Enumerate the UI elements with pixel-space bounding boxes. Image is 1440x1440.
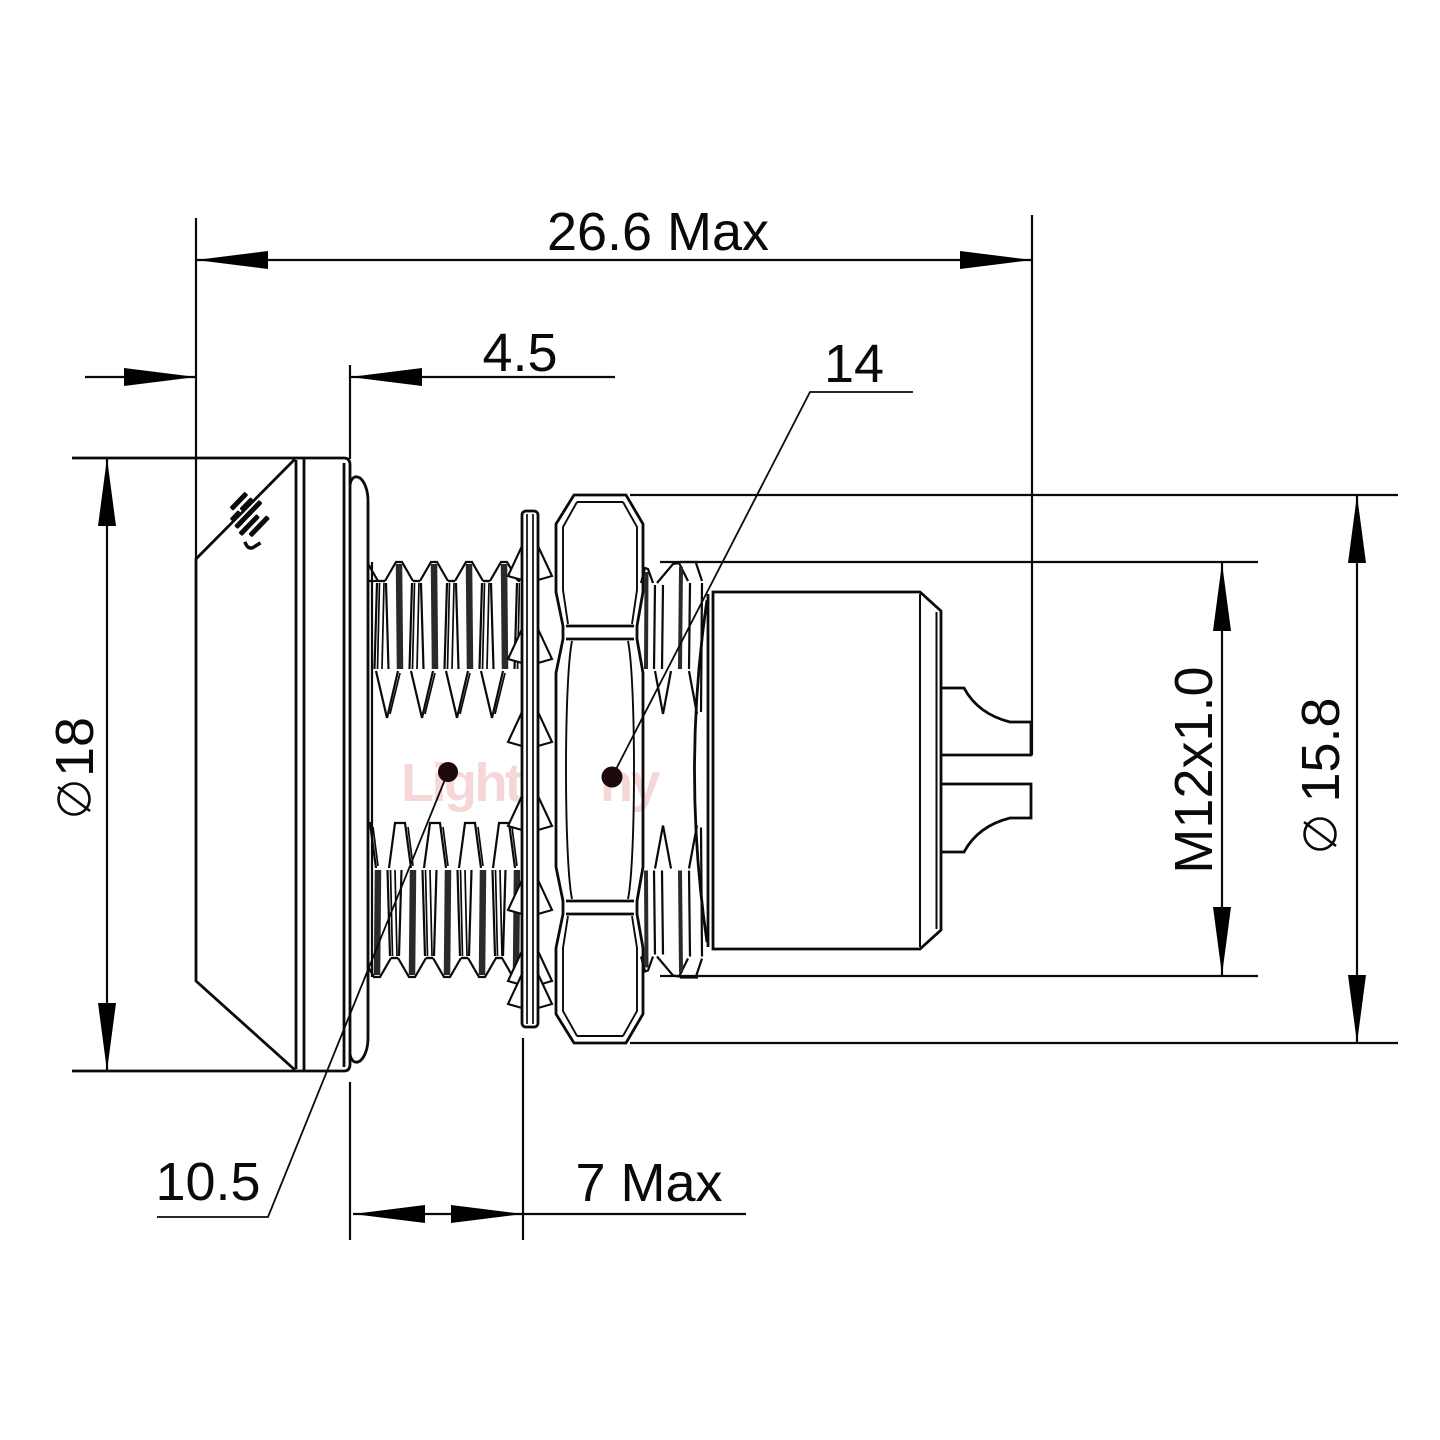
svg-text:10.5: 10.5 xyxy=(155,1152,260,1212)
svg-text:18: 18 xyxy=(45,717,105,777)
svg-text:15.8: 15.8 xyxy=(1291,697,1351,802)
svg-text:4.5: 4.5 xyxy=(482,323,557,383)
svg-text:14: 14 xyxy=(824,334,884,394)
svg-text:26.6 Max: 26.6 Max xyxy=(547,202,769,262)
svg-text:7 Max: 7 Max xyxy=(575,1153,722,1213)
svg-text:M12x1.0: M12x1.0 xyxy=(1164,666,1224,873)
svg-text:Light: Light xyxy=(401,753,523,813)
